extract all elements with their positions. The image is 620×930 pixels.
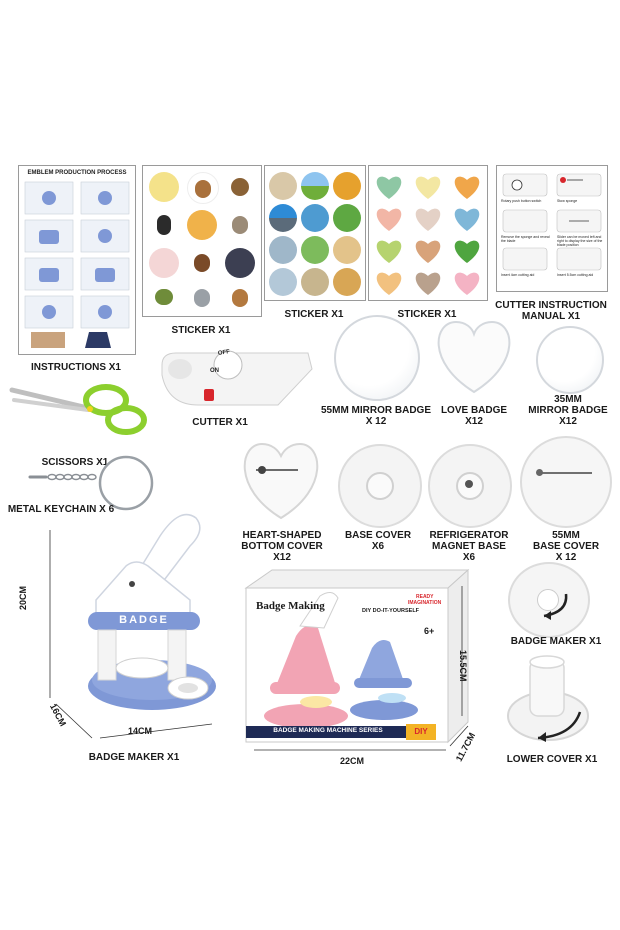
- box-tagline-3: DIY DO-IT-YOURSELF: [362, 608, 420, 614]
- badge-maker-small-label: BADGE MAKER X1: [510, 636, 602, 647]
- scissors-label: SCISSORS X1: [41, 457, 109, 468]
- instructions-label: INSTRUCTIONS X1: [30, 362, 121, 373]
- metal-keychain-image: [28, 455, 154, 511]
- box-age: 6+: [424, 626, 435, 636]
- fridge-label-line3: X6: [462, 552, 476, 563]
- cutter-manual-label-line2: MANUAL X1: [521, 311, 581, 322]
- sticker-pyramids: [333, 236, 361, 264]
- sticker-turtle: [149, 284, 179, 312]
- box-title: Badge Making: [256, 600, 325, 612]
- scissors-image: [9, 384, 147, 435]
- base-cover-55mm: [520, 436, 612, 528]
- sticker-field: [301, 172, 329, 200]
- lower-cover-label: LOWER COVER X1: [506, 754, 598, 765]
- manual-caption-1: Rotary push button switch: [501, 199, 542, 203]
- fridge-label-line2: MAGNET BASE: [432, 541, 506, 552]
- box-tagline-2: IMAGINATION: [408, 600, 442, 606]
- heart-bottom-label-line1: HEART-SHAPED: [242, 530, 322, 541]
- badge-maker-main-label: BADGE MAKER X1: [88, 752, 180, 763]
- sticker-lion: [149, 172, 179, 202]
- mirror-badge-35mm: [536, 326, 604, 394]
- mirror35-label-line2: MIRROR BADGE: [528, 405, 608, 416]
- cutter-manual-label-line1: CUTTER INSTRUCTION: [495, 300, 607, 311]
- sticker-big-ben: [269, 236, 297, 264]
- sticker-arch: [301, 268, 329, 296]
- mirror35-label-line3: X12: [559, 416, 577, 427]
- sticker-monkey: [225, 284, 255, 312]
- heart-bottom-label-line2: BOTTOM COVER: [241, 541, 323, 552]
- refrigerator-magnet-base: [428, 444, 512, 528]
- sticker-sheet-hearts: [368, 165, 488, 301]
- lower-cover-image: [507, 655, 589, 742]
- base55-label-line3: X 12: [555, 552, 577, 563]
- machine-badge-text: BADGE: [119, 614, 169, 626]
- sticker-raccoon: [225, 172, 255, 202]
- sticker-label-1: STICKER X1: [171, 325, 231, 336]
- retail-box-image: [244, 568, 470, 751]
- sticker-cathedral: [333, 268, 361, 296]
- sticker-koala: [187, 284, 217, 312]
- sticker-sheet-landmarks: [264, 165, 366, 301]
- sticker-building: [269, 172, 297, 200]
- love-badge-label-line2: X12: [465, 416, 483, 427]
- sticker-label-2: STICKER X1: [284, 309, 344, 320]
- sticker-lion-cub: [187, 210, 217, 240]
- mirror35-label-line1: 35MM: [554, 394, 582, 405]
- heart-shaped-bottom-cover: [243, 442, 319, 520]
- sticker-elephant: [149, 248, 179, 278]
- sticker-owl: [225, 210, 255, 240]
- sticker-mountain: [269, 204, 297, 232]
- sticker-penguin: [149, 210, 179, 240]
- instructions-sheet: EMBLEM PRODUCTION PROCESS: [18, 165, 136, 355]
- manual-caption-6: Insert 5.5cm cutting aid: [557, 273, 594, 277]
- sticker-beaver: [187, 172, 219, 204]
- cutter-on-text: ON: [210, 368, 219, 374]
- cutter-instruction-manual: Rotary push button switch Stow sponge Re…: [496, 165, 608, 292]
- box-height-dimension: 15.5CM: [458, 650, 468, 682]
- manual-caption-5: Insert 4cm cutting aid: [501, 273, 535, 277]
- instructions-steps-illustration: [24, 181, 130, 348]
- sticker-label-3: STICKER X1: [397, 309, 457, 320]
- sticker-flower: [333, 172, 361, 200]
- base-cover: [338, 444, 422, 528]
- base-cover-label-line2: X6: [371, 541, 385, 552]
- badge-maker-disc: [508, 562, 590, 638]
- love-badge: [437, 320, 511, 394]
- sticker-sheet-animals: [142, 165, 262, 317]
- badge-maker-machine-image: [49, 513, 216, 739]
- fridge-label-line1: REFRIGERATOR: [429, 530, 509, 541]
- rotate-arrow-icon: [543, 593, 568, 620]
- love-badge-label-line1: LOVE BADGE: [440, 405, 508, 416]
- sticker-valley: [301, 236, 329, 264]
- cutter-manual-illustration: [502, 173, 602, 271]
- keychain-label: METAL KEYCHAIN X 6: [7, 504, 115, 515]
- box-width-dimension: 22CM: [340, 756, 365, 766]
- machine-width-dimension: 14CM: [128, 726, 153, 736]
- sticker-lake: [301, 204, 329, 232]
- cutter-image: [161, 350, 313, 406]
- mirror-badge-55mm: [334, 315, 420, 401]
- instructions-title: EMBLEM PRODUCTION PROCESS: [27, 170, 127, 176]
- sticker-bear: [187, 248, 217, 278]
- box-tagline-1: READY: [416, 594, 434, 600]
- base-cover-label-line1: BASE COVER: [344, 530, 412, 541]
- box-diy-badge: DIY: [414, 727, 428, 736]
- manual-caption-4: Slider can be moved left and right to di…: [557, 235, 603, 247]
- cutter-label: CUTTER X1: [192, 417, 248, 428]
- heart-bottom-label-line3: X12: [273, 552, 291, 563]
- heart-stickers-illustration: [376, 176, 480, 295]
- manual-caption-3: Remove the sponge and reveal the blade: [501, 235, 550, 243]
- box-series-text: BADGE MAKING MACHINE SERIES: [273, 727, 383, 734]
- mirror55-label-line1: 55MM MIRROR BADGE: [320, 405, 431, 416]
- sticker-eiffel: [269, 268, 297, 296]
- base55-label-line2: BASE COVER: [532, 541, 600, 552]
- base55-label-line1: 55MM: [552, 530, 580, 541]
- sticker-tree: [333, 204, 361, 232]
- sticker-husky: [225, 248, 255, 278]
- machine-height-dimension: 20CM: [18, 585, 28, 610]
- manual-caption-2: Stow sponge: [557, 199, 578, 203]
- mirror55-label-line2: X 12: [365, 416, 387, 427]
